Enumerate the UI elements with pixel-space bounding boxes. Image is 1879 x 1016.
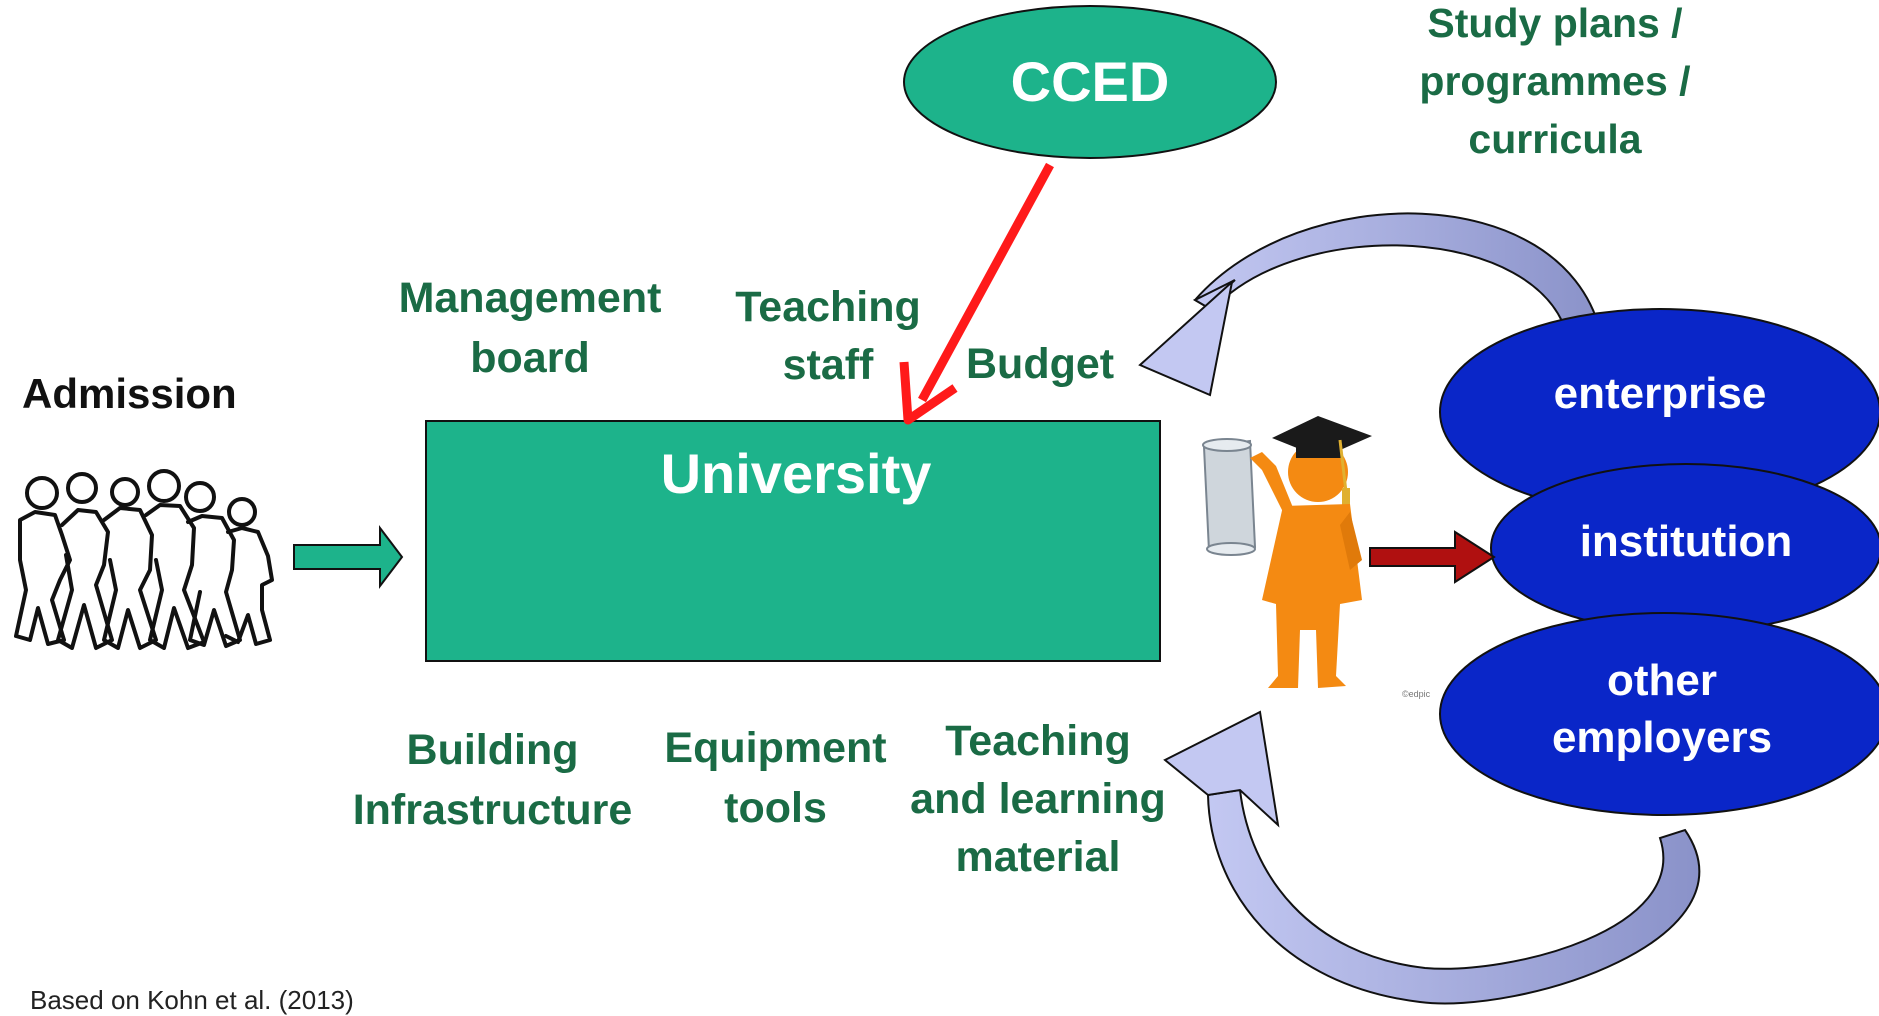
study-plans-label: Study plans / programmes / curricula <box>1375 0 1735 168</box>
teaching-material-line-1: Teaching <box>945 717 1131 765</box>
university-label: University <box>661 442 932 505</box>
employer-other-label-line2: employers <box>1552 713 1772 762</box>
equipment-line-2: tools <box>724 784 827 832</box>
employer-enterprise-label: enterprise <box>1554 369 1767 418</box>
study-plans-line-3: curricula <box>1468 116 1642 162</box>
teaching-material-line-3: material <box>955 833 1121 881</box>
feedback-arrow-top <box>1138 212 1602 397</box>
graduate-to-employers-arrow <box>1369 530 1496 584</box>
budget-label: Budget <box>966 340 1115 388</box>
teaching-material-label: Teaching and learning material <box>893 712 1183 886</box>
study-plans-line-2: programmes / <box>1419 58 1691 104</box>
study-plans-line-1: Study plans / <box>1427 0 1683 46</box>
management-board-line-2: board <box>470 334 590 382</box>
graduate-figure-icon <box>1202 416 1372 688</box>
employer-other-label-line1: other <box>1607 656 1717 705</box>
teaching-staff-label: Teaching staff <box>713 278 943 394</box>
cced-label: CCED <box>1011 50 1170 113</box>
image-watermark: ©edpic <box>1402 689 1431 699</box>
building-infrastructure-label: Building Infrastructure <box>330 720 655 840</box>
teaching-staff-line-2: staff <box>782 341 874 389</box>
management-board-label: Management board <box>380 268 680 388</box>
source-credit: Based on Kohn et al. (2013) <box>30 985 354 1015</box>
admission-label: Admission <box>22 370 237 417</box>
admission-arrow <box>293 525 404 589</box>
teaching-material-line-2: and learning <box>910 775 1166 823</box>
group-of-students-icon <box>14 469 274 650</box>
employer-institution-label: institution <box>1580 517 1793 566</box>
building-line-1: Building <box>406 726 579 774</box>
cced-ellipse <box>903 5 1277 159</box>
teaching-staff-line-1: Teaching <box>735 283 921 331</box>
employer-other-ellipse <box>1439 612 1879 816</box>
university-box <box>425 420 1161 662</box>
feedback-arrow-bottom <box>1163 710 1701 1005</box>
building-line-2: Infrastructure <box>352 786 633 834</box>
equipment-tools-label: Equipment tools <box>643 718 908 838</box>
management-board-line-1: Management <box>398 274 662 322</box>
cced-to-university-arrow <box>899 162 1054 425</box>
equipment-line-1: Equipment <box>664 724 887 772</box>
